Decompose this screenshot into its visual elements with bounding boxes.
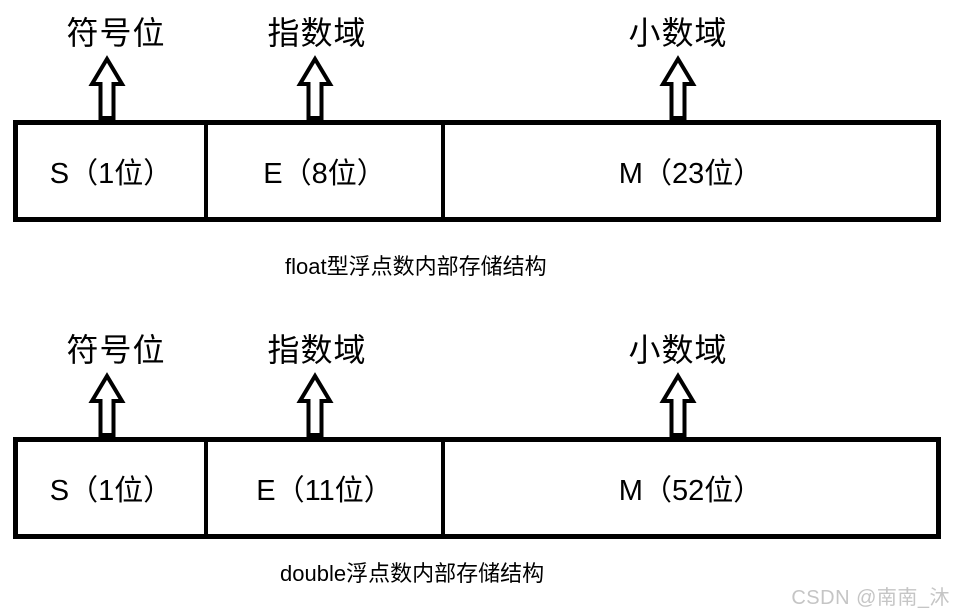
float-structure-section: 符号位 指数域 小数域 S（1位） E（8位） M（23位） float型浮点数… <box>0 0 956 306</box>
csdn-watermark: CSDN @南南_沐 <box>791 587 950 609</box>
sign-cell: S（1位） <box>49 158 173 190</box>
sign-cell: S（1位） <box>49 475 173 507</box>
mantissa-cell: M（23位） <box>441 125 936 217</box>
up-arrow-icon <box>659 371 697 437</box>
mantissa-cell: M（52位） <box>441 442 936 534</box>
section-caption: float型浮点数内部存储结构 <box>285 254 547 279</box>
exponent-field-label: 指数域 <box>267 332 367 368</box>
sign-bit-label: 符号位 <box>66 332 166 368</box>
double-structure-section: 符号位 指数域 小数域 S（1位） E（11位） M（52位） double浮点… <box>0 317 956 613</box>
up-arrow-icon <box>296 371 334 437</box>
sign-bit-label: 符号位 <box>66 15 166 51</box>
fraction-field-label: 小数域 <box>628 332 728 368</box>
section-caption: double浮点数内部存储结构 <box>280 561 545 586</box>
up-arrow-icon <box>296 54 334 120</box>
up-arrow-icon <box>659 54 697 120</box>
exponent-cell: E（8位） <box>204 125 441 217</box>
fraction-field-label: 小数域 <box>628 15 728 51</box>
exponent-cell: E（11位） <box>204 442 441 534</box>
bit-layout-box: S（1位） E（11位） M（52位） <box>13 437 941 539</box>
exponent-field-label: 指数域 <box>267 15 367 51</box>
bit-layout-box: S（1位） E（8位） M（23位） <box>13 120 941 222</box>
up-arrow-icon <box>88 371 126 437</box>
up-arrow-icon <box>88 54 126 120</box>
